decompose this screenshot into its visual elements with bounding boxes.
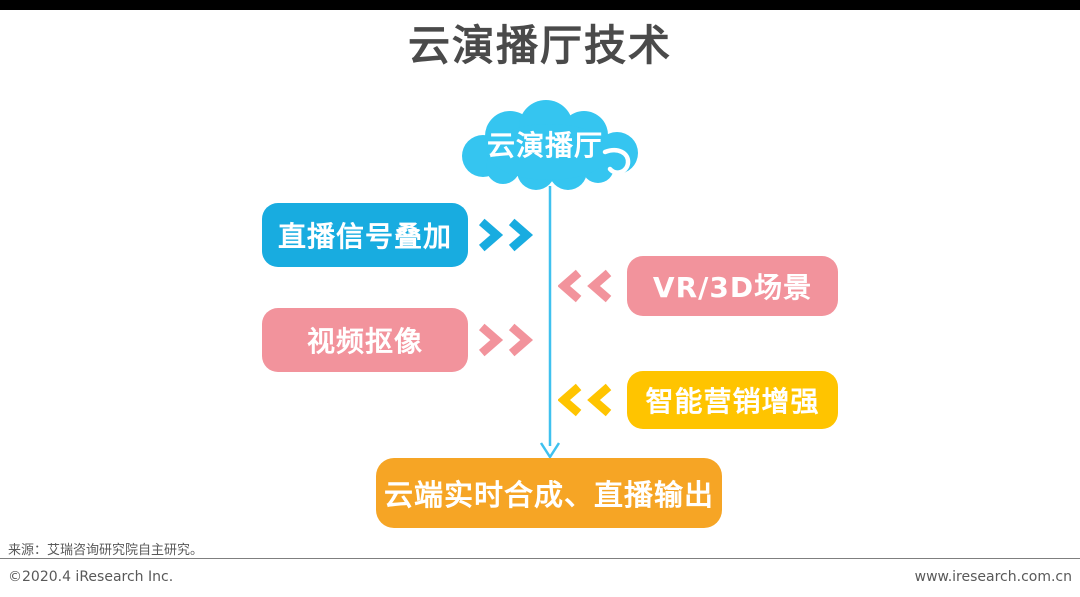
node-video-keying: 视频抠像 [262,308,468,372]
node-label: VR/3D场景 [652,271,813,304]
chevron-double-right-icon [476,308,538,372]
cloud-root-node: 云演播厅 [447,100,653,192]
footer-divider [0,558,1080,559]
chevron-double-left-icon [556,256,618,316]
node-label: 直播信号叠加 [277,220,452,253]
page-title: 云演播厅技术 [407,21,672,70]
website-url: www.iresearch.com.cn [914,569,1072,585]
node-label: 视频抠像 [306,325,423,358]
cloud-swirl-detail [602,147,631,175]
chevron-double-right-icon [476,203,538,267]
node-label: 智能营销增强 [645,385,820,418]
chevron-double-left-icon [556,371,618,429]
cloud-icon [462,100,638,190]
arrow-down-icon [539,186,561,460]
top-black-bar [0,0,1080,10]
source-note: 来源：艾瑞咨询研究院自主研究。 [8,543,204,558]
node-live-signal-overlay: 直播信号叠加 [262,203,468,267]
node-vr-3d-scene: VR/3D场景 [627,256,838,316]
node-label: 云端实时合成、直播输出 [383,478,714,512]
cloud-label: 云演播厅 [486,129,603,162]
copyright-text: ©2020.4 iResearch Inc. [8,569,174,585]
node-smart-marketing-enhance: 智能营销增强 [627,371,838,429]
node-cloud-realtime-output: 云端实时合成、直播输出 [376,458,722,528]
